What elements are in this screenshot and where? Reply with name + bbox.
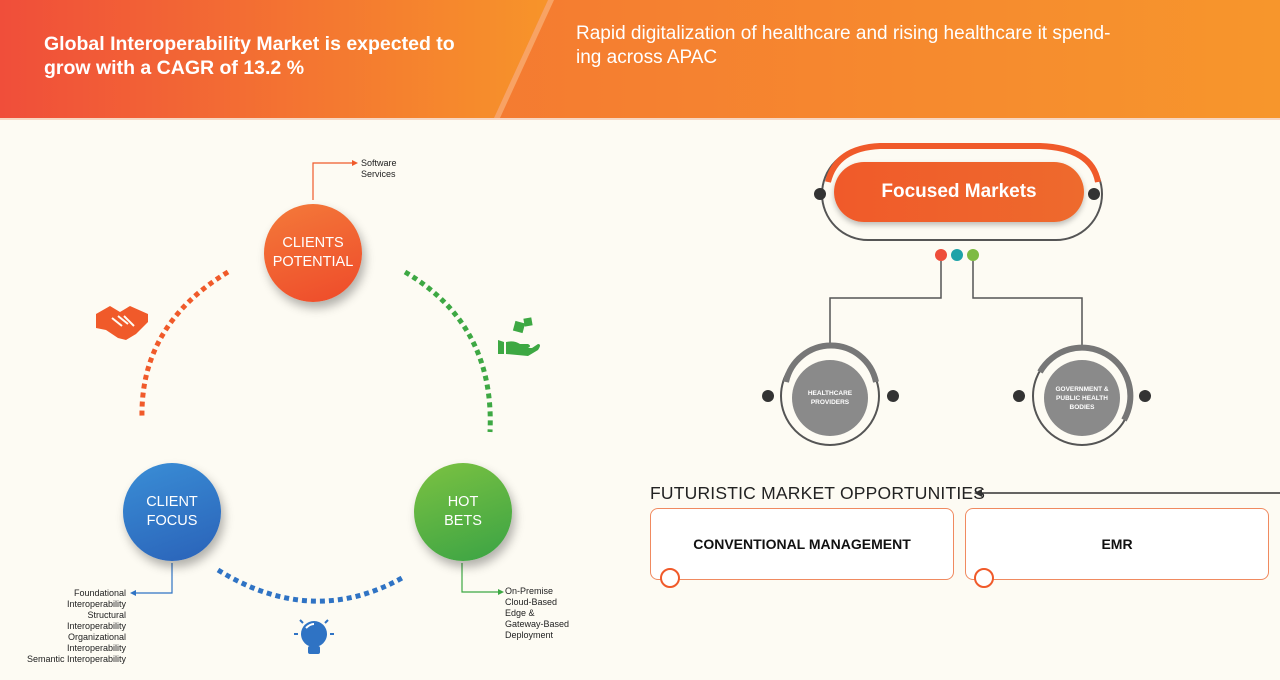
healthcare-providers-label: HEALTHCARE PROVIDERS	[800, 389, 860, 407]
header-background	[0, 0, 1280, 118]
hot-bets-note-3: Gateway-Based	[505, 619, 570, 629]
money-hand-icon	[498, 317, 540, 356]
header-right-text: Rapid digitalization of healthcare and r…	[576, 22, 1236, 70]
government-connector	[972, 261, 1083, 348]
clients-potential-circle: CLIENTS POTENTIAL	[264, 204, 362, 302]
software-note-line1: Software	[361, 158, 397, 168]
blue-dotted-arc	[216, 567, 404, 604]
opportunity-label-emr: EMR	[1101, 536, 1133, 552]
software-connector	[312, 162, 352, 200]
client-focus-line2: FOCUS	[146, 513, 198, 529]
green-dotted-arc	[403, 269, 493, 433]
client-focus-note-3: Interoperability	[66, 621, 126, 631]
hot-bets-note-0: On-Premise	[505, 586, 554, 596]
header-left-title: Global Interoperability Market is expect…	[44, 33, 455, 79]
government-line1: GOVERNMENT &	[1055, 386, 1109, 393]
focused-markets-arc	[825, 143, 1101, 183]
government-bodies-label: GOVERNMENT & PUBLIC HEALTH BODIES	[1052, 385, 1112, 412]
futuristic-arrow	[974, 489, 1280, 497]
emr-ring-marker	[974, 568, 994, 588]
healthcare-line2: PROVIDERS	[810, 399, 850, 406]
client-focus-circle: CLIENT FOCUS	[123, 463, 221, 561]
header-right-line2: ing across APAC	[576, 47, 718, 68]
lightbulb-icon	[294, 619, 334, 654]
hot-bets-note-2: Edge &	[505, 608, 535, 618]
client-focus-note-1: Interoperability	[66, 599, 126, 609]
client-focus-note-5: Interoperability	[66, 643, 126, 653]
client-focus-note-2: Structural	[87, 610, 126, 620]
hot-bets-note-1: Cloud-Based	[505, 597, 558, 607]
green-dot	[967, 249, 979, 261]
opportunity-card-conventional: CONVENTIONAL MANAGEMENT	[650, 508, 954, 580]
header-right-line1: Rapid digitalization of healthcare and r…	[576, 23, 1111, 44]
clients-potential-line2: POTENTIAL	[272, 254, 354, 270]
focused-markets-title: Focused Markets	[834, 162, 1084, 222]
header-divider	[0, 118, 1280, 120]
hot-bets-connector	[461, 563, 498, 593]
orange-dotted-arc	[139, 269, 230, 419]
software-note-line2: Services	[361, 169, 396, 179]
software-services-note: Software Services	[361, 158, 397, 180]
clients-potential-line1: CLIENTS	[282, 235, 344, 251]
teal-dot	[951, 249, 963, 261]
focused-markets-graphics	[762, 143, 1151, 446]
healthcare-line1: HEALTHCARE	[807, 390, 853, 397]
opportunity-card-emr: EMR	[965, 508, 1269, 580]
red-dot	[935, 249, 947, 261]
client-focus-note-6: Semantic Interoperability	[26, 654, 126, 664]
client-focus-line1: CLIENT	[146, 494, 198, 510]
futuristic-title: FUTURISTIC MARKET OPPORTUNITIES	[650, 483, 986, 503]
hot-bets-line1: HOT	[447, 494, 479, 510]
hot-bets-note-4: Deployment	[505, 630, 554, 640]
handshake-icon	[96, 306, 148, 340]
cycle-diagram-graphics	[96, 160, 540, 654]
conventional-ring-marker	[660, 568, 680, 588]
client-focus-note-0: Foundational	[73, 588, 126, 598]
government-line3: BODIES	[1069, 404, 1095, 411]
hot-bets-circle: HOT BETS	[414, 463, 512, 561]
client-focus-connector	[136, 563, 173, 594]
hot-bets-line2: BETS	[444, 513, 482, 529]
opportunity-label-conventional: CONVENTIONAL MANAGEMENT	[693, 536, 911, 552]
government-line2: PUBLIC HEALTH	[1056, 395, 1108, 402]
client-focus-note-4: Organizational	[67, 632, 126, 642]
healthcare-connector	[829, 261, 942, 348]
header-banner: Global Interoperability Market is expect…	[0, 0, 1280, 118]
